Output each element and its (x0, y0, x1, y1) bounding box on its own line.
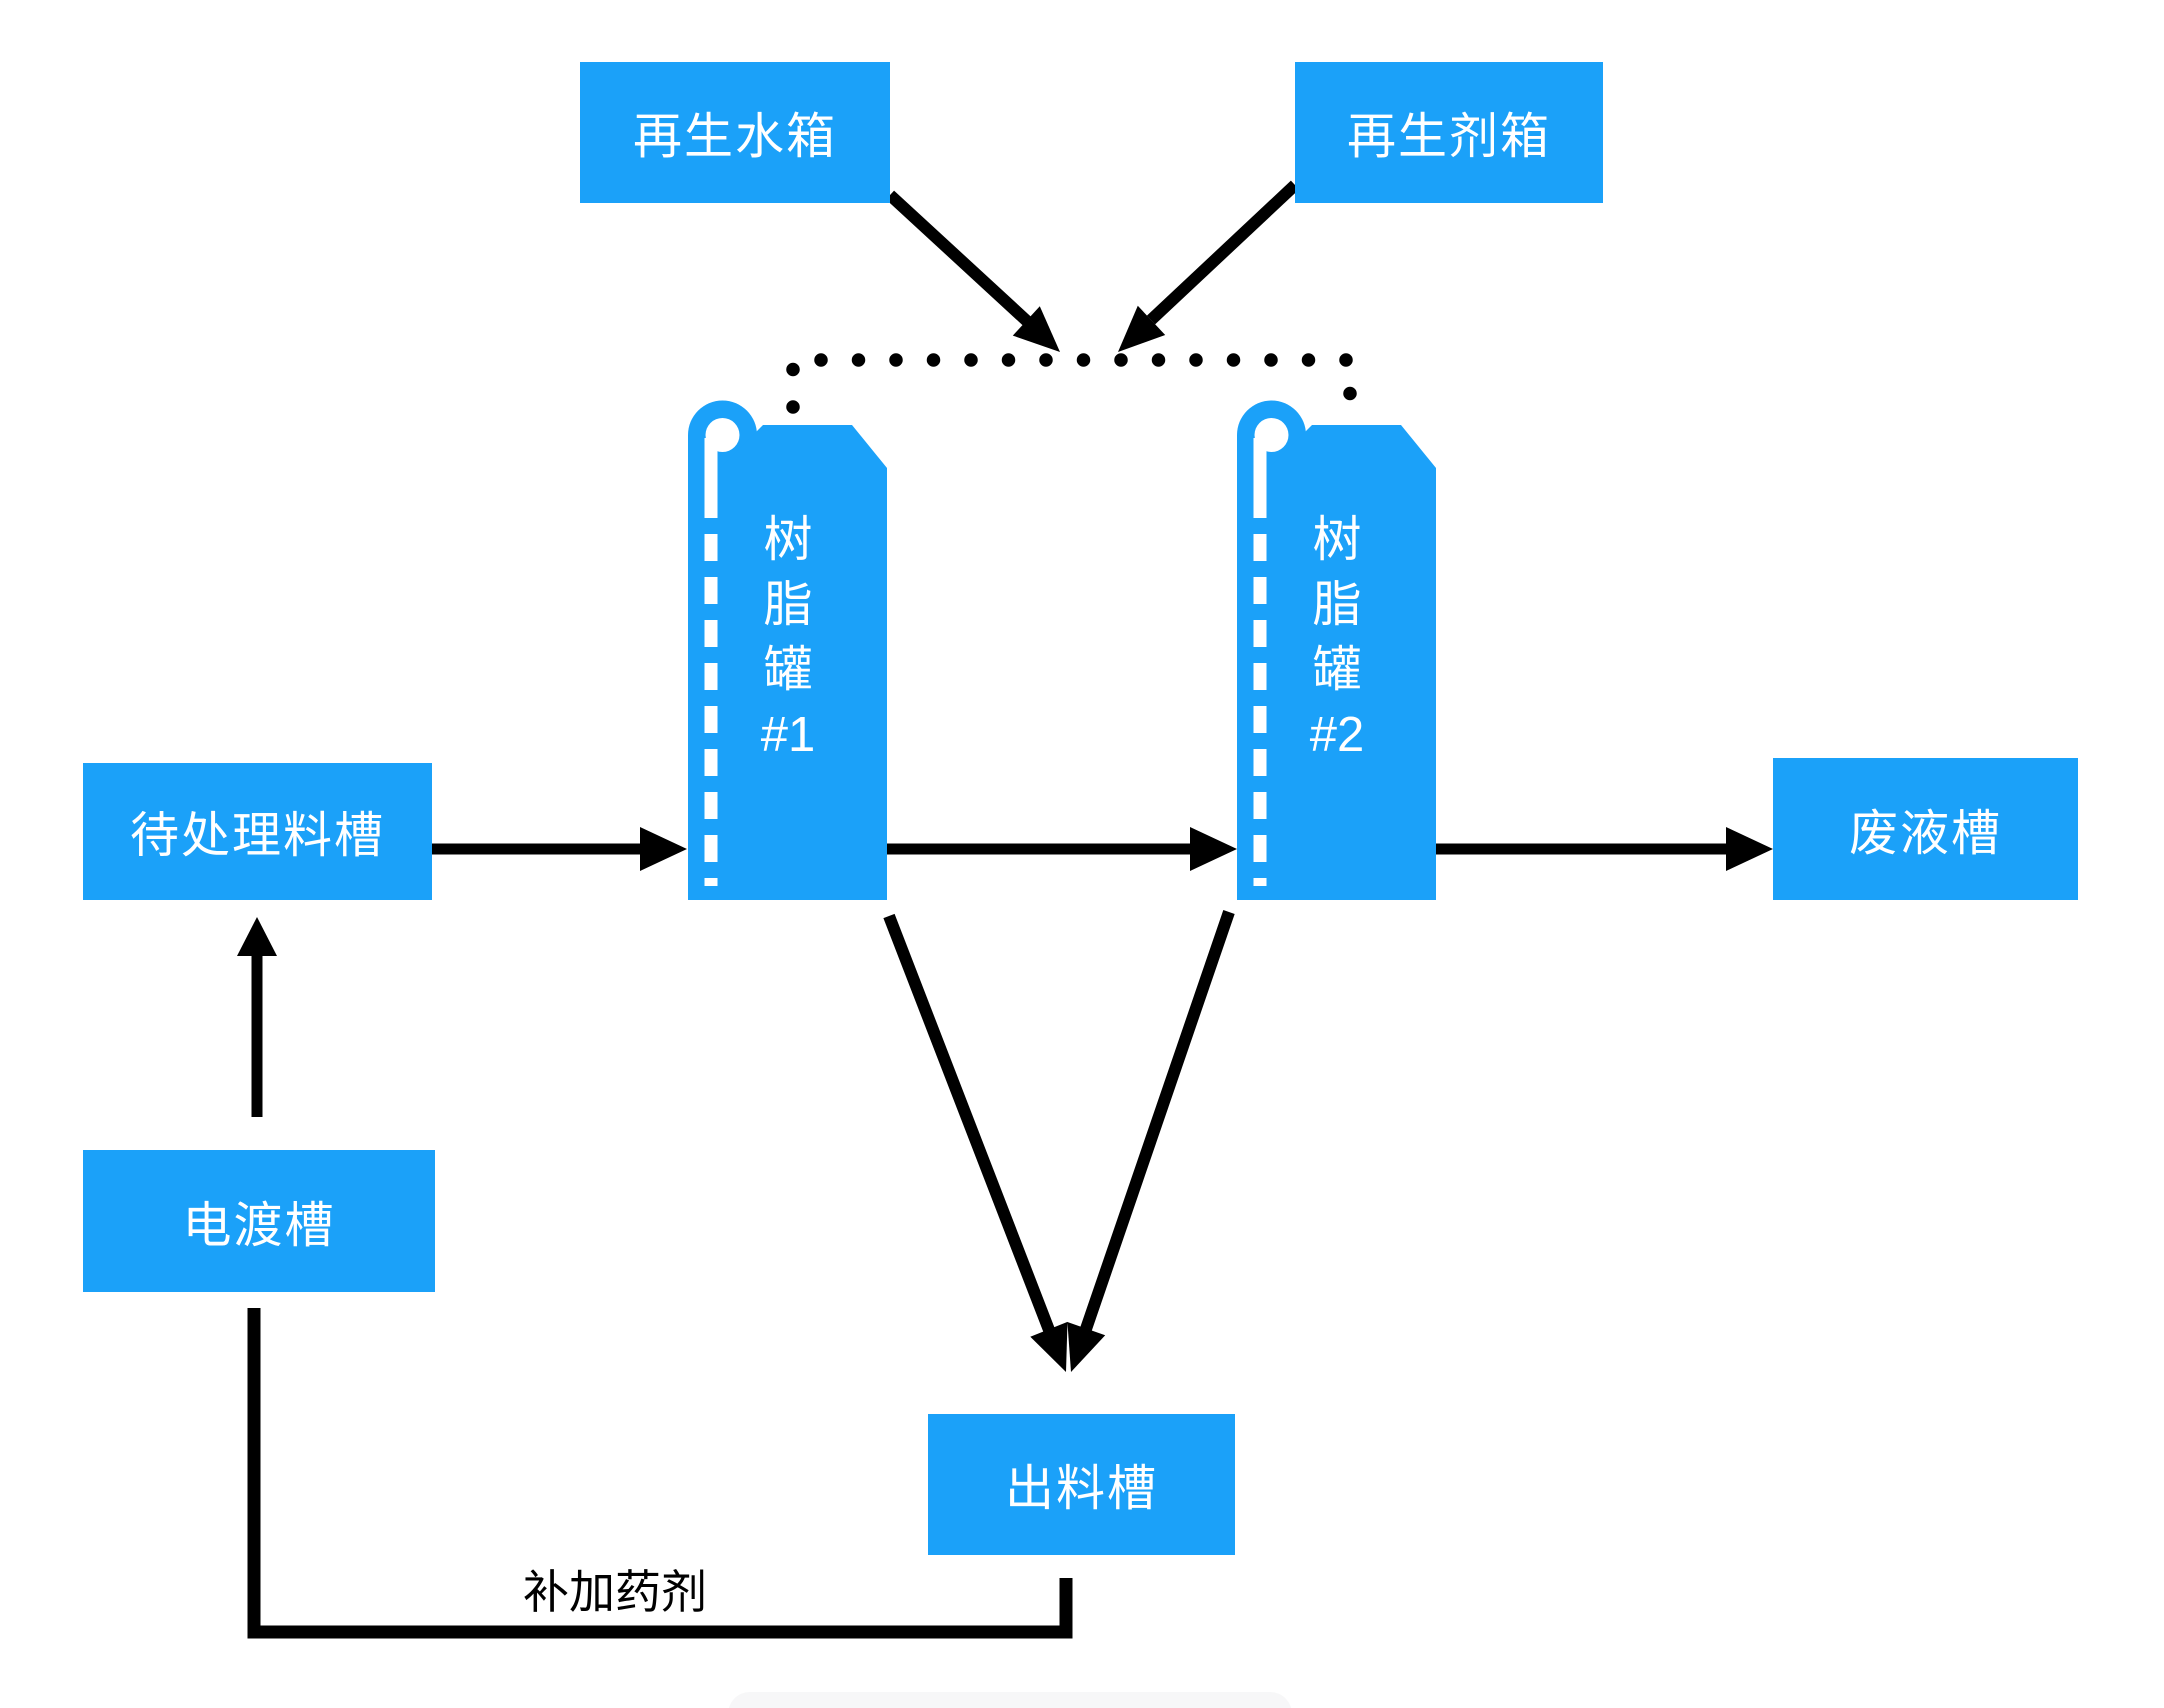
node-regen-water-tank: 再生水箱 (580, 62, 890, 203)
arrow-tank1-to-output (883, 913, 1068, 1372)
arrow-tank2-to-output (1067, 910, 1235, 1372)
resin-tank-2-label: 树 脂 罐 #2 (1309, 513, 1365, 762)
node-waste-tank-label: 废液槽 (1848, 806, 2002, 861)
bottom-clipped-shape (728, 1692, 1292, 1708)
dotted-regen-line (786, 353, 1357, 434)
node-plating-tank-label: 电渡槽 (182, 1198, 336, 1253)
node-regen-water-tank-label: 再生水箱 (632, 110, 837, 164)
edge-label-supplement-chemicals: 补加药剂 (523, 1566, 707, 1618)
node-waste-tank: 废液槽 (1773, 758, 2078, 900)
resin-tank-1-label: 树 脂 罐 #1 (760, 513, 816, 762)
arrow-feed-to-tank1 (432, 827, 687, 871)
node-output-tank-label: 出料槽 (1004, 1462, 1158, 1516)
node-feed-tank-label: 待处理料槽 (129, 809, 385, 863)
node-feed-tank: 待处理料槽 (83, 763, 432, 900)
arrow-regen-agent-to-junction (1118, 180, 1300, 352)
arrow-tank1-to-tank2 (887, 827, 1237, 871)
arrow-tank2-to-waste (1436, 827, 1773, 871)
arrow-regen-water-to-junction (885, 190, 1060, 352)
resin-tank-2-shape (1237, 400, 1436, 900)
node-regen-agent-tank: 再生剂箱 (1295, 62, 1603, 203)
return-line-output-to-plating (247, 1308, 1073, 1639)
node-output-tank: 出料槽 (928, 1414, 1235, 1555)
node-plating-tank: 电渡槽 (83, 1150, 435, 1292)
arrow-plating-to-feed (237, 917, 277, 1117)
resin-tank-1-shape (688, 400, 887, 900)
node-regen-agent-tank-label: 再生剂箱 (1346, 110, 1551, 164)
